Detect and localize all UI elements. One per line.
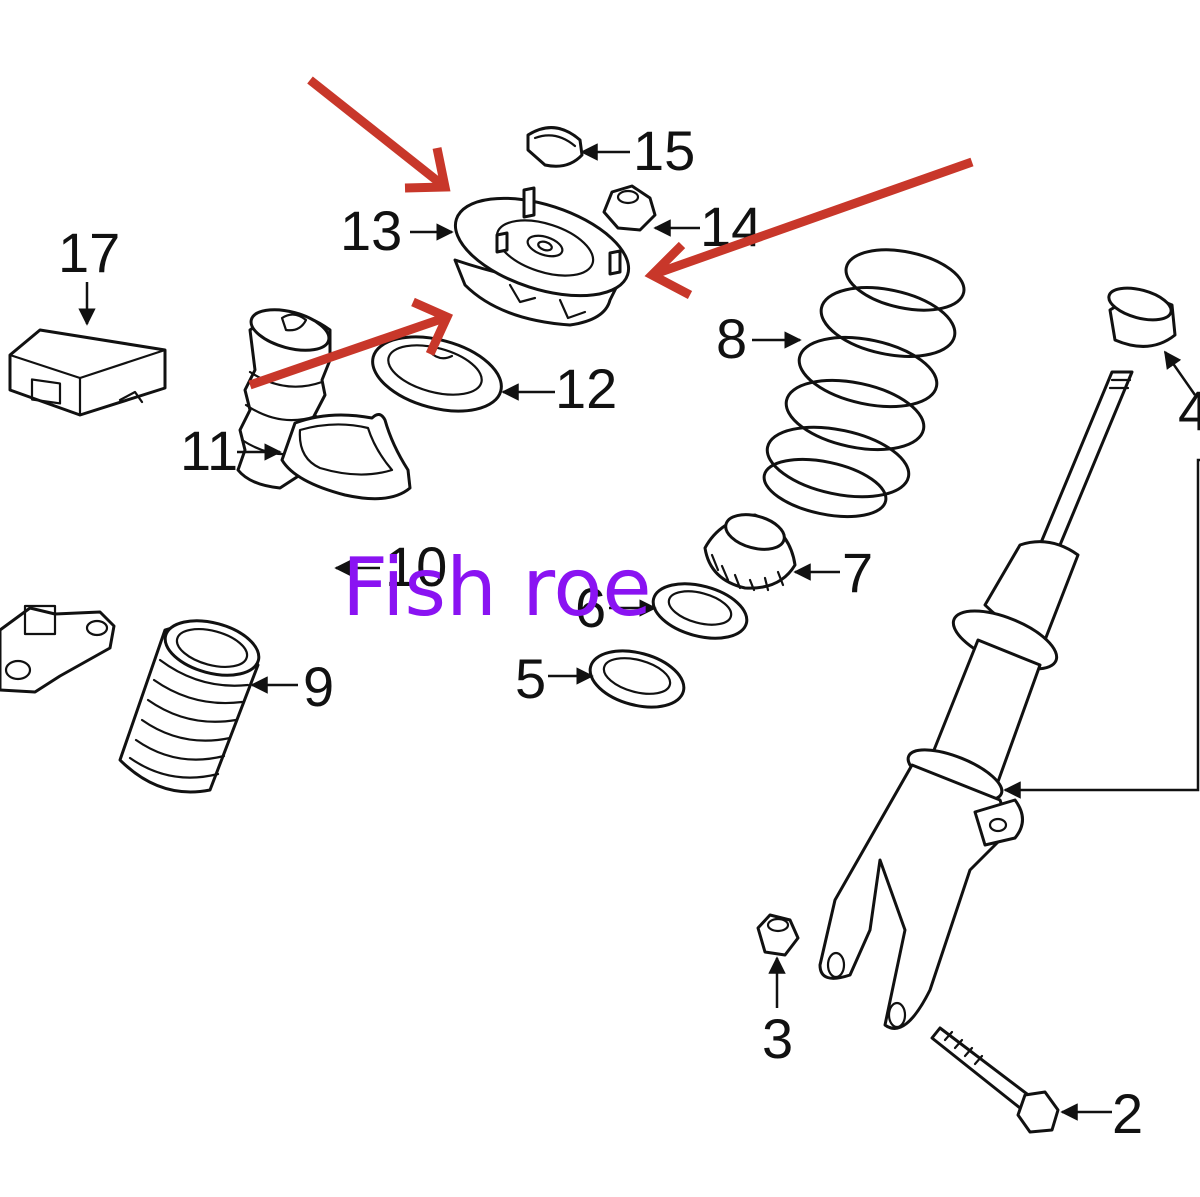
callout-9: 9 <box>303 655 334 718</box>
part-4-strut-assembly <box>818 286 1177 1030</box>
callout-labels: 17 13 15 14 8 12 11 10 9 7 6 5 4 3 2 <box>58 119 1200 1145</box>
part-11-spring-isolator <box>280 413 412 501</box>
red-arrow-right <box>644 157 974 299</box>
callout-10: 10 <box>385 535 447 598</box>
leader-4-lower <box>1003 458 1200 799</box>
callout-5: 5 <box>515 647 546 710</box>
callout-3: 3 <box>762 1007 793 1070</box>
callout-4: 4 <box>1178 379 1200 442</box>
leader-4-upper <box>1163 350 1197 396</box>
part-5-washer <box>588 649 686 709</box>
part-14-nut <box>602 184 657 232</box>
part-bracket-left <box>0 604 116 694</box>
part-17-control-module <box>8 328 167 417</box>
callout-11: 11 <box>180 419 238 482</box>
part-13-strut-mount <box>453 186 631 327</box>
part-8-coil-spring <box>762 248 966 519</box>
callout-13: 13 <box>340 199 402 262</box>
part-2-bolt <box>930 1026 1060 1134</box>
callout-2: 2 <box>1112 1082 1143 1145</box>
callout-17: 17 <box>58 221 120 284</box>
red-annotation-arrows <box>248 76 974 390</box>
part-12-spring-seat <box>371 335 503 413</box>
callout-15: 15 <box>633 119 695 182</box>
part-10-bump-stop <box>236 308 332 490</box>
red-arrow-top-left <box>307 76 451 193</box>
overlay-caption: Fish roe <box>342 541 652 634</box>
callout-12: 12 <box>555 357 617 420</box>
callout-7: 7 <box>842 541 873 604</box>
part-9-dust-boot <box>118 619 261 794</box>
part-7-lower-seat <box>703 513 797 592</box>
callout-8: 8 <box>716 307 747 370</box>
part-3-nut <box>756 913 800 957</box>
part-6-bearing <box>651 582 749 640</box>
leader-lines <box>78 143 1200 1121</box>
part-15-cap <box>526 126 584 168</box>
callout-6: 6 <box>575 576 606 639</box>
red-arrow-lower-left <box>248 297 453 390</box>
